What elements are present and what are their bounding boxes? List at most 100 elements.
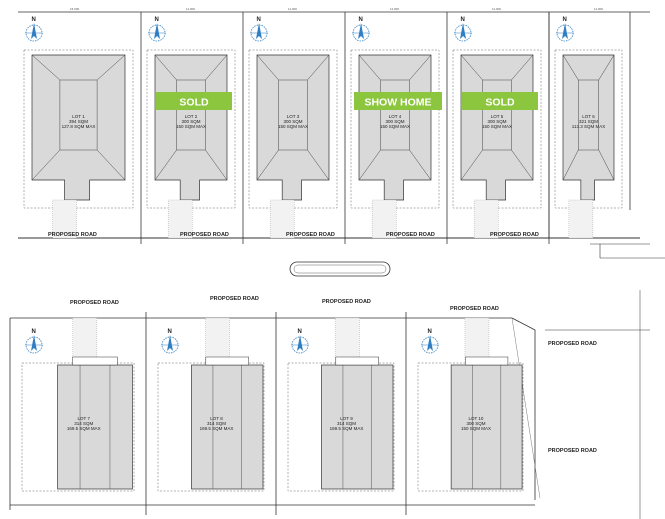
median-island <box>289 261 391 277</box>
roof-line <box>256 149 330 181</box>
median-island-inner <box>293 264 387 274</box>
setback-envelope <box>23 49 134 209</box>
setback-envelope <box>146 49 236 209</box>
lot-name: LOT 10 <box>469 416 484 421</box>
house-footprint <box>321 364 394 490</box>
roof-line <box>31 149 126 181</box>
top-block-boundaries <box>18 11 665 259</box>
lot-area: 300 SQM <box>466 421 485 426</box>
lot-max: 150 SQM MAX <box>380 124 410 129</box>
lot-name: LOT 2 <box>185 114 198 119</box>
north-arrow-icon: N <box>250 17 268 42</box>
lot-max: 169.5 SQM MAX <box>200 426 234 431</box>
svg-text:15.000: 15.000 <box>70 7 80 11</box>
road-label-top-1: PROPOSED ROAD <box>48 232 97 238</box>
lot-max: 150 SQM MAX <box>482 124 512 129</box>
lot-area: 314 SQM <box>337 421 356 426</box>
road-label-top-3: PROPOSED ROAD <box>286 232 335 238</box>
status-badge-label: SOLD <box>485 97 515 109</box>
north-arrow-icon: N <box>454 17 472 42</box>
lot-max: 150 SQM MAX <box>176 124 206 129</box>
lot-area: 314 SQM <box>74 421 93 426</box>
roof-line <box>460 149 534 181</box>
svg-text:11.000: 11.000 <box>288 7 297 11</box>
north-arrow-icon: N <box>25 329 43 354</box>
house-footprint <box>562 54 615 201</box>
driveway <box>474 199 499 239</box>
north-arrow-icon: N <box>25 17 43 42</box>
driveway <box>72 317 98 364</box>
top-dimension-ticks: 15.000 11.000 11.000 11.000 11.000 11.00… <box>70 7 603 11</box>
roof-line <box>562 149 615 181</box>
lot-name: LOT 5 <box>491 114 504 119</box>
garage-entry <box>465 356 509 366</box>
lot-name: LOT 3 <box>287 114 300 119</box>
setback-envelope <box>554 49 623 209</box>
north-arrow-icon: N <box>421 329 439 354</box>
north-label: N <box>428 329 432 335</box>
north-label: N <box>257 17 261 23</box>
garage-entry <box>205 356 249 366</box>
road-label-bottom-3: PROPOSED ROAD <box>322 299 371 305</box>
house-footprint <box>256 54 330 201</box>
north-arrow-icon: N <box>556 17 574 42</box>
garage-entry <box>335 356 379 366</box>
status-badge-label: SOLD <box>179 97 209 109</box>
north-label: N <box>32 329 36 335</box>
setback-envelope <box>350 49 440 209</box>
lot-area: 321 SQM <box>579 119 598 124</box>
north-label: N <box>155 17 159 23</box>
north-arrow-icon: N <box>161 329 179 354</box>
lot-max: 127.8 SQM MAX <box>62 124 96 129</box>
roof-line <box>31 54 126 81</box>
lot-name: LOT 7 <box>78 416 91 421</box>
road-label-right-2: PROPOSED ROAD <box>548 448 597 454</box>
north-arrow-icon: N <box>291 329 309 354</box>
driveway <box>270 199 295 239</box>
roof-line <box>562 54 615 81</box>
roof-line <box>154 54 228 81</box>
status-badge <box>156 92 232 110</box>
setback-envelope <box>452 49 542 209</box>
roof-line <box>358 54 432 81</box>
road-label-bottom-4: PROPOSED ROAD <box>450 306 499 312</box>
svg-text:11.000: 11.000 <box>594 7 603 11</box>
driveway <box>52 199 77 239</box>
north-label: N <box>168 329 172 335</box>
road-label-top-4: PROPOSED ROAD <box>386 232 435 238</box>
north-arrow-icon: N <box>352 17 370 42</box>
lot-area: 300 SQM <box>487 119 506 124</box>
driveway <box>205 317 230 364</box>
svg-text:11.000: 11.000 <box>390 7 399 11</box>
svg-text:11.000: 11.000 <box>186 7 195 11</box>
lot-max: 113.3 SQM MAX <box>572 124 605 129</box>
house-footprint <box>31 54 126 201</box>
north-label: N <box>461 17 465 23</box>
north-arrow-icon: N <box>148 17 166 42</box>
roof-line <box>154 149 228 181</box>
lot-max: 169.5 SQM MAX <box>67 426 101 431</box>
driveway <box>167 199 193 239</box>
lot-name: LOT 6 <box>582 114 595 119</box>
setback-envelope <box>248 49 338 209</box>
lot-area: 300 SQM <box>181 119 200 124</box>
north-label: N <box>359 17 363 23</box>
driveway <box>335 317 360 364</box>
lot-name: LOT 4 <box>389 114 402 119</box>
lot-max: 150 SQM MAX <box>278 124 308 129</box>
road-label-top-2: PROPOSED ROAD <box>180 232 229 238</box>
lot-area: 300 SQM <box>283 119 302 124</box>
status-badge-label: SHOW HOME <box>364 97 431 109</box>
road-label-right-1: PROPOSED ROAD <box>548 341 597 347</box>
